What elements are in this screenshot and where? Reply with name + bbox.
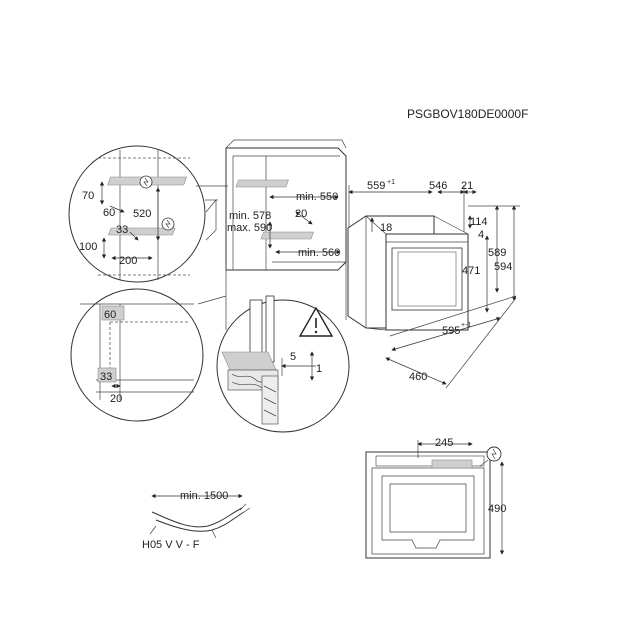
dim-520: 520 [133,208,151,220]
warning-triangle-icon [298,306,334,337]
plug-icon [139,175,153,189]
cable-type: H05 V V - F [142,539,200,551]
dim-20-b: 20 [110,393,122,405]
dim-589: 589 [488,247,506,259]
detail-circle-bottom-left: 60 33 20 [70,288,204,422]
cable-min-length: min. 1500 [180,490,228,502]
dim-20: 20 [295,208,307,220]
detail-circle-top: 70 60 520 33 100 200 [68,145,206,283]
dim-200: 200 [119,255,137,267]
dim-546: 546 [429,180,447,192]
dim-471: 471 [462,265,480,277]
dim-559-tol: +1 [387,179,395,186]
dim-min-560: min. 560 [298,247,340,259]
detail-circle-bottom-right: 5 1 [216,295,350,433]
cable-drawing: min. 1500 H05 V V - F [142,490,251,551]
plug-icon [486,446,502,462]
dim-70: 70 [82,190,94,202]
dim-min-550: min. 550 [296,191,338,203]
dim-33: 33 [116,224,128,236]
plug-icon [161,217,175,231]
dim-33-b: 33 [100,371,112,383]
dim-min-578: min. 578 [229,210,271,222]
dim-114: 114 [470,216,488,228]
oven-drawing: 559 +1 546 21 18 114 4 471 589 594 595 +… [347,179,520,389]
dim-595-tol: +-1 [461,322,471,329]
dim-18: 18 [380,222,392,234]
dim-490: 490 [488,503,506,515]
rear-view-drawing: 245 490 [365,437,506,559]
dim-max-590: max. 590 [227,222,272,234]
dim-60: 60 [103,207,115,219]
dim-5: 5 [290,351,296,363]
dim-21: 21 [461,180,473,192]
dim-559: 559 [367,180,385,192]
cabinet-drawing: min. 550 min. 578 max. 590 20 min. 560 [225,139,347,330]
dim-4: 4 [478,229,484,241]
dim-595: 595 [442,325,460,337]
dim-1: 1 [316,363,322,375]
dim-245: 245 [435,437,453,449]
dim-100: 100 [79,241,97,253]
model-code: PSGBOV180DE0000F [407,107,528,121]
dim-60-b: 60 [104,309,116,321]
dim-594: 594 [494,261,512,273]
dim-460: 460 [409,371,427,383]
